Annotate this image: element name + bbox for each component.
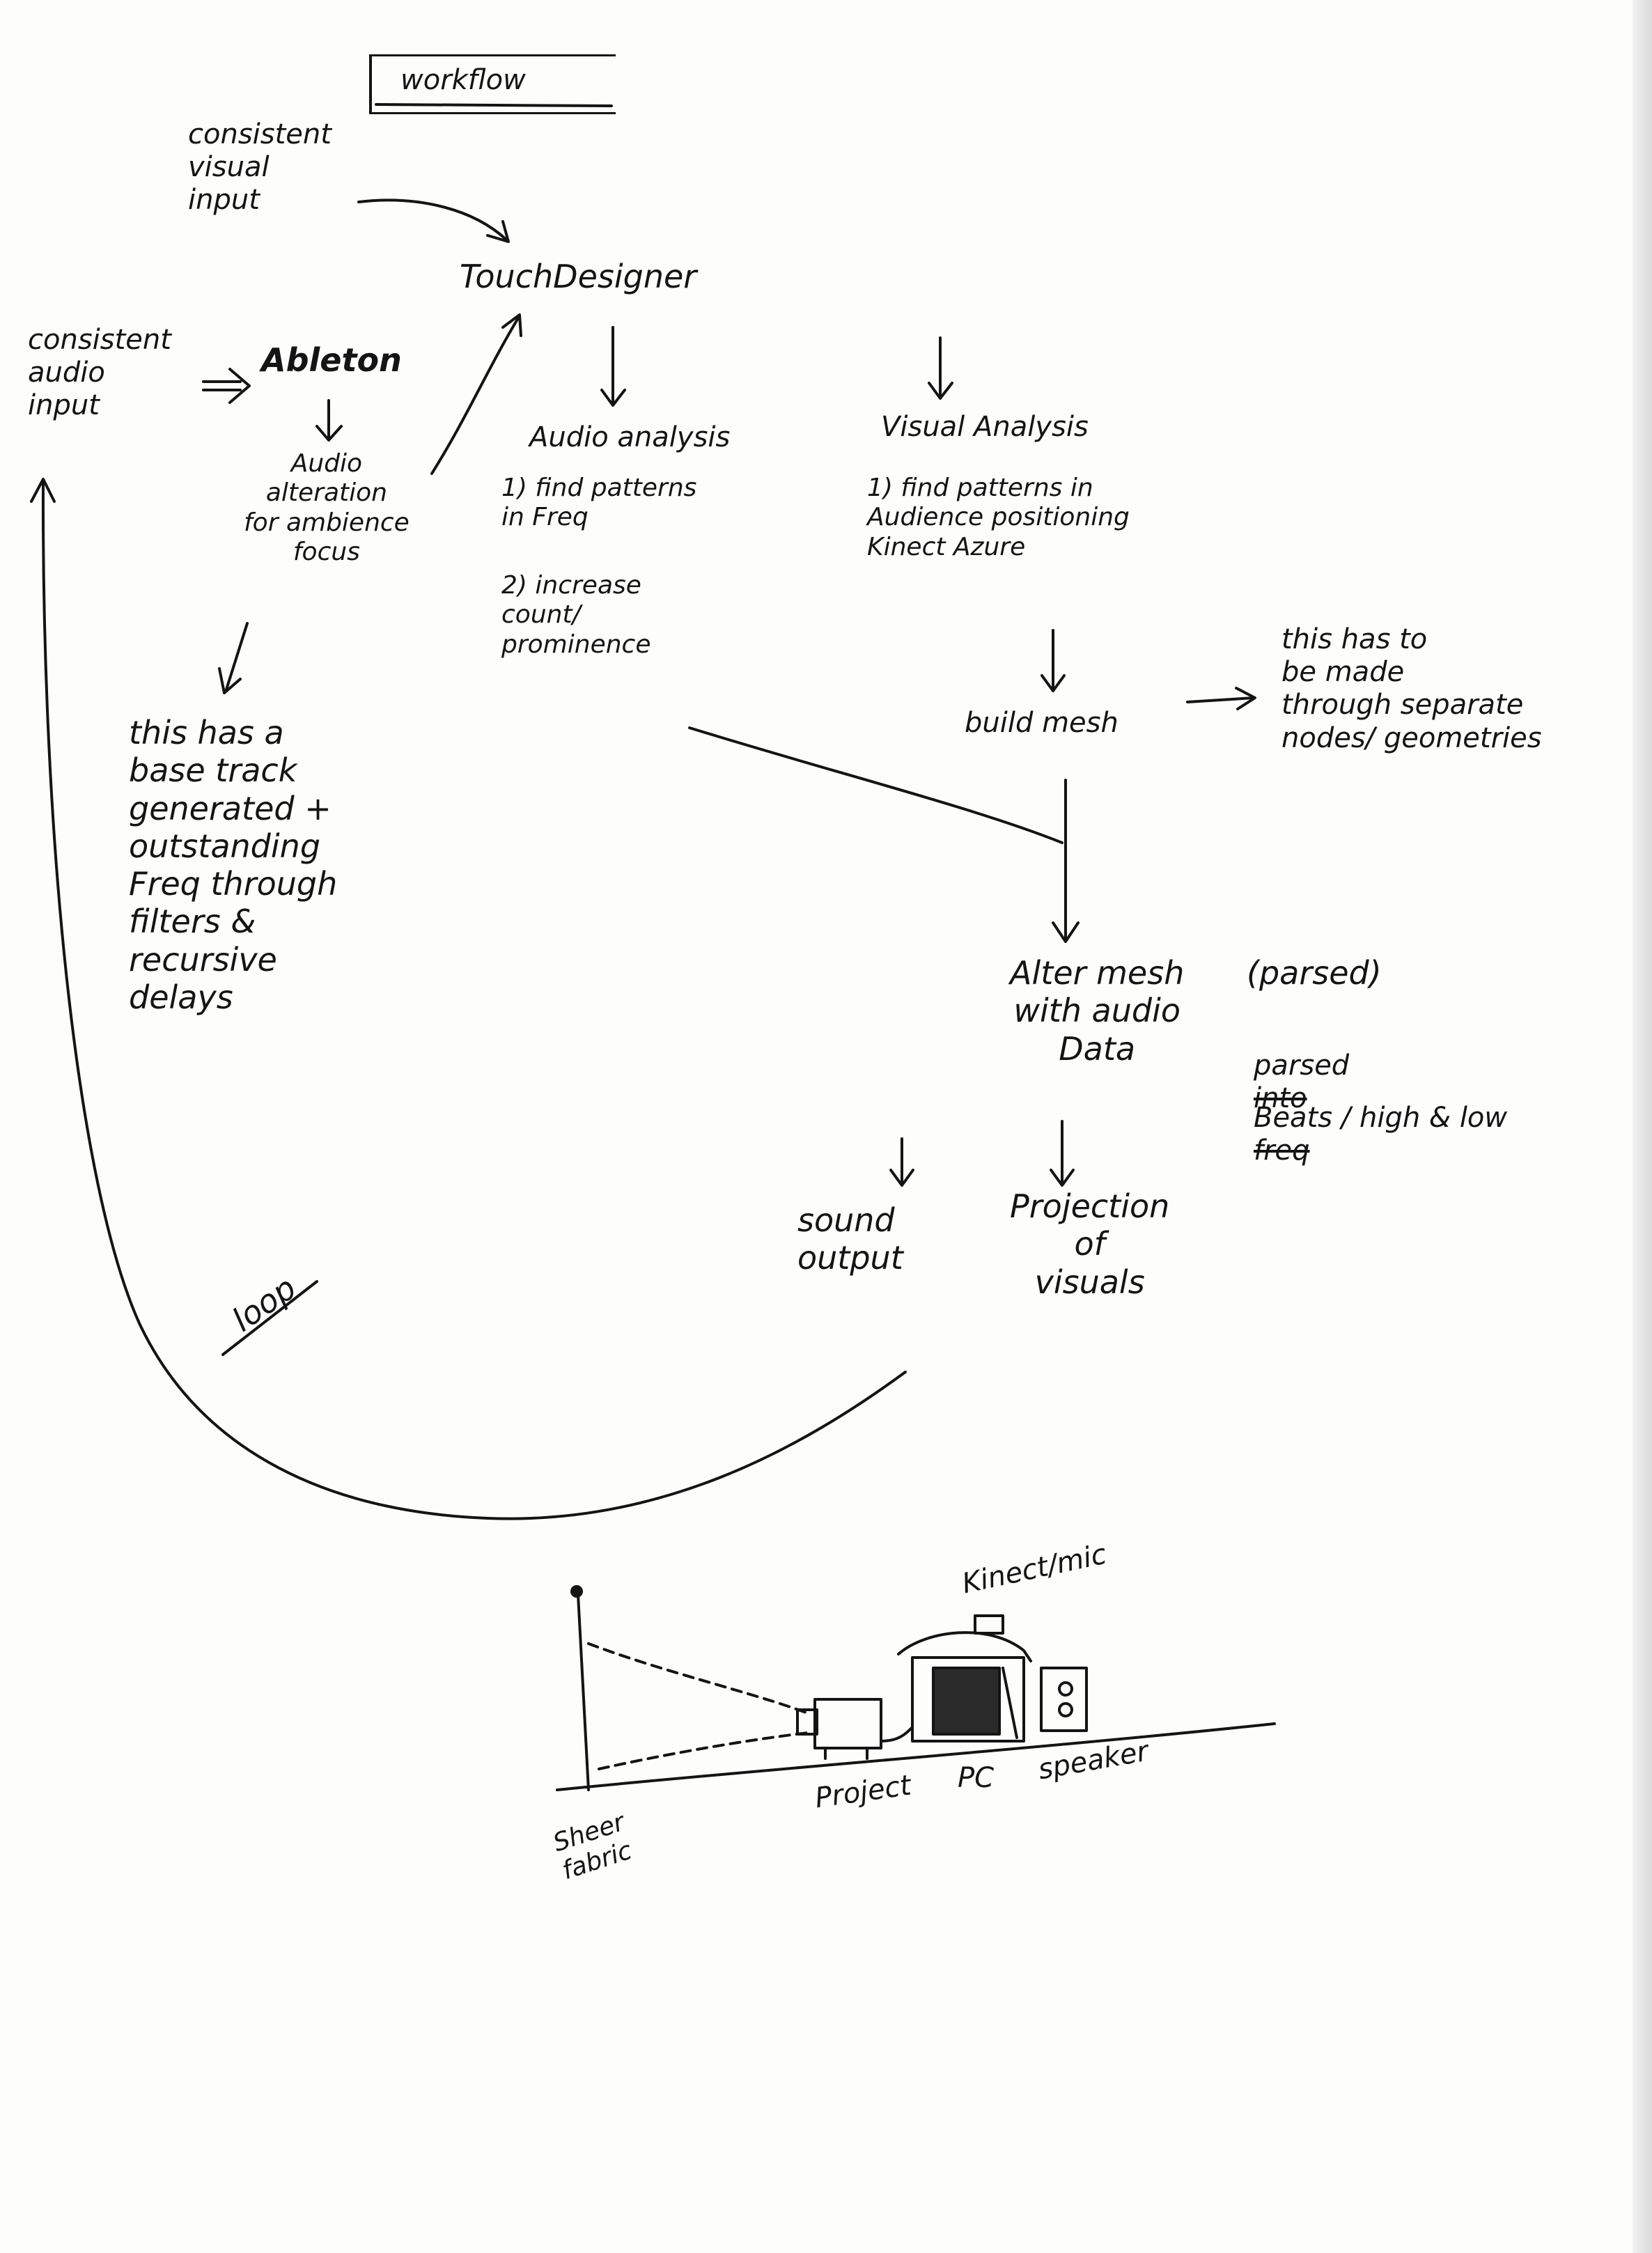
arrow-audio-input-to-ableton (202, 380, 242, 391)
node-ableton: Ableton (261, 341, 402, 379)
note-parsed-struck: into (1254, 1082, 1307, 1115)
node-visual-analysis-step-1: 1) find patterns in Audience positioning… (867, 474, 1130, 561)
line-audio-analysis-to-alter-mesh (688, 726, 1063, 844)
node-build-mesh: build mesh (965, 707, 1119, 739)
node-alter-mesh: Alter mesh with audio Data (1010, 954, 1185, 1068)
note-parsed: parsed into (1254, 1017, 1349, 1116)
node-audio-analysis-step-1: 1) find patterns in Freq (501, 474, 697, 532)
note-parsed-line-2: Beats / high & low freq (1254, 1069, 1507, 1168)
node-touchdesigner: TouchDesigner (460, 258, 697, 295)
note-base-track: this has a base track generated + outsta… (129, 714, 338, 1016)
arrow-alteration-to-note (225, 622, 249, 691)
arrow-build-mesh-to-note (1186, 696, 1255, 703)
node-audio-analysis-step-2: 2) increase count/ prominence (501, 571, 651, 659)
node-audio-alteration: Audio alteration for ambience focus (244, 449, 410, 567)
ground-line (556, 1722, 1276, 1791)
node-audio-analysis-title: Audio analysis (529, 421, 731, 453)
note-parsed-beats: Beats / high & low (1254, 1102, 1508, 1135)
arrow-visual-input-to-touchdesigner (357, 198, 508, 242)
speaker-shape (1040, 1667, 1088, 1732)
node-visual-input: consistent visual input (188, 118, 332, 217)
node-parsed: (parsed) (1247, 954, 1382, 992)
kinect-shape (974, 1614, 1004, 1635)
page-edge (1632, 0, 1652, 2253)
fabric-pole (577, 1593, 590, 1791)
loop-curve (41, 479, 907, 1520)
note-parsed-struck-2: freq (1254, 1135, 1310, 1167)
projector-shape (813, 1698, 882, 1749)
projection-beam-top (587, 1642, 809, 1715)
pc-shape (911, 1656, 1025, 1743)
note-parsed-prefix: parsed (1254, 1050, 1350, 1082)
installation-sketch (556, 1585, 1276, 1791)
label-pc: PC (958, 1762, 995, 1794)
node-audio-input: consistent audio input (28, 324, 171, 422)
node-projection: Projection of visuals (1010, 1187, 1170, 1301)
arrow-alteration-to-touchdesigner (430, 315, 520, 475)
pc-roof (897, 1631, 1032, 1662)
title-box (369, 54, 616, 114)
note-mesh: this has to be made through separate nod… (1281, 623, 1542, 754)
node-sound-output: sound output (797, 1201, 903, 1277)
diagram-title: workflow (400, 64, 526, 96)
projection-beam-bottom (598, 1731, 809, 1770)
node-visual-analysis-title: Visual Analysis (881, 411, 1089, 443)
